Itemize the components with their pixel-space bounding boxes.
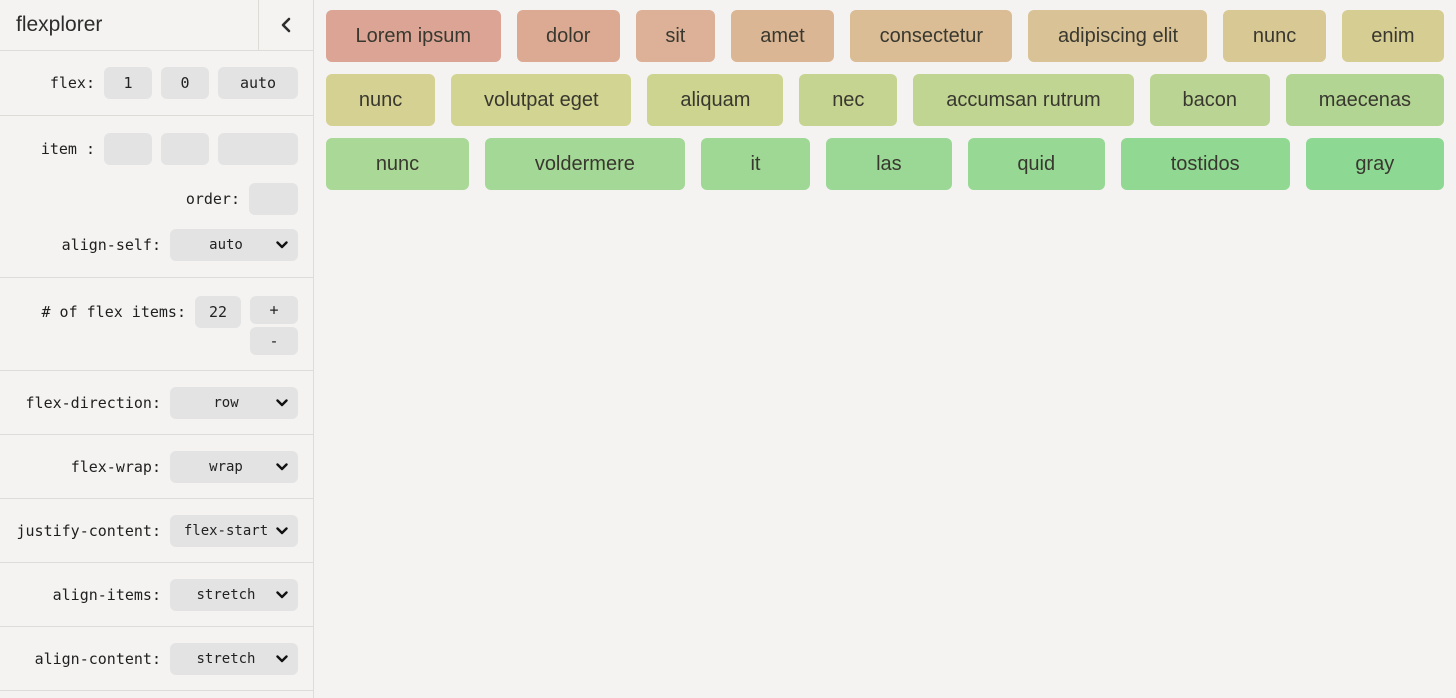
flex-item[interactable]: it [700,138,811,190]
align-content-select[interactable]: stretch [170,643,298,675]
item-count-section: # of flex items: + - [0,278,313,371]
app-title: flexplorer [16,13,103,36]
flex-item[interactable]: Lorem ipsum [326,10,501,62]
flex-wrap-label: flex-wrap: [70,458,161,476]
align-items-label: align-items: [52,586,161,604]
flex-item[interactable]: aliquam [647,74,784,126]
collapse-sidebar-button[interactable] [258,0,313,50]
flex-item[interactable]: enim [1341,10,1445,62]
flex-items-count-label: # of flex items: [41,303,187,321]
align-self-select[interactable]: auto [170,229,298,261]
flex-wrap-section: flex-wrap: wrap [0,435,313,499]
flex-items-count-input[interactable] [195,296,241,328]
increment-items-button[interactable]: + [250,296,298,324]
align-content-section: align-content: stretch [0,627,313,691]
flex-item[interactable]: amet [730,10,835,62]
flex-item[interactable]: nec [799,74,898,126]
count-stepper: + - [250,296,298,355]
order-input[interactable] [249,183,298,215]
flex-item[interactable]: dolor [516,10,620,62]
flex-line: nunc volutpat eget aliquam nec accumsan rutr… [318,68,1452,132]
flex-item[interactable]: maecenas [1285,74,1444,126]
item-flex-shrink-input[interactable] [161,133,209,165]
flex-item[interactable]: adipiscing elit [1028,10,1208,62]
selected-item-section: item : order: align-self: auto [0,116,313,278]
flex-item[interactable]: las [826,138,952,190]
flex-item[interactable]: volutpat eget [451,74,632,126]
flex-basis-input[interactable] [218,67,298,99]
justify-content-select[interactable]: flex-start [170,515,298,547]
flex-item[interactable]: gray [1305,138,1445,190]
item-flex-grow-input[interactable] [104,133,152,165]
flex-item[interactable]: bacon [1149,74,1270,126]
flex-item[interactable]: sit [635,10,715,62]
flex-item[interactable]: voldermere [485,138,685,190]
flex-item[interactable]: consectetur [850,10,1013,62]
flex-item[interactable]: accumsan rutrum [913,74,1134,126]
item-label: item : [40,140,95,158]
flex-label: flex: [49,74,95,92]
flex-wrap-select[interactable]: wrap [170,451,298,483]
flex-item[interactable]: nunc [326,74,436,126]
order-label: order: [185,190,240,208]
flex-direction-section: flex-direction: row [0,371,313,435]
chevron-left-icon [281,17,291,33]
justify-content-label: justify-content: [16,522,162,540]
sidebar-header: flexplorer [0,0,313,51]
flex-item[interactable]: nunc [326,138,469,190]
flex-item[interactable]: quid [967,138,1105,190]
flex-item[interactable]: nunc [1223,10,1326,62]
justify-content-section: justify-content: flex-start [0,499,313,563]
sidebar: flexplorer flex: item : [0,0,314,698]
flex-item[interactable]: tostidos [1120,138,1290,190]
align-items-select[interactable]: stretch [170,579,298,611]
align-items-section: align-items: stretch [0,563,313,627]
flex-direction-label: flex-direction: [25,394,161,412]
item-flex-basis-input[interactable] [218,133,298,165]
flex-shorthand-section: flex: [0,51,313,116]
flex-grow-input[interactable] [104,67,152,99]
decrement-items-button[interactable]: - [250,327,298,355]
flex-shrink-input[interactable] [161,67,209,99]
align-self-label: align-self: [61,236,161,254]
align-content-label: align-content: [34,650,161,668]
flex-direction-select[interactable]: row [170,387,298,419]
